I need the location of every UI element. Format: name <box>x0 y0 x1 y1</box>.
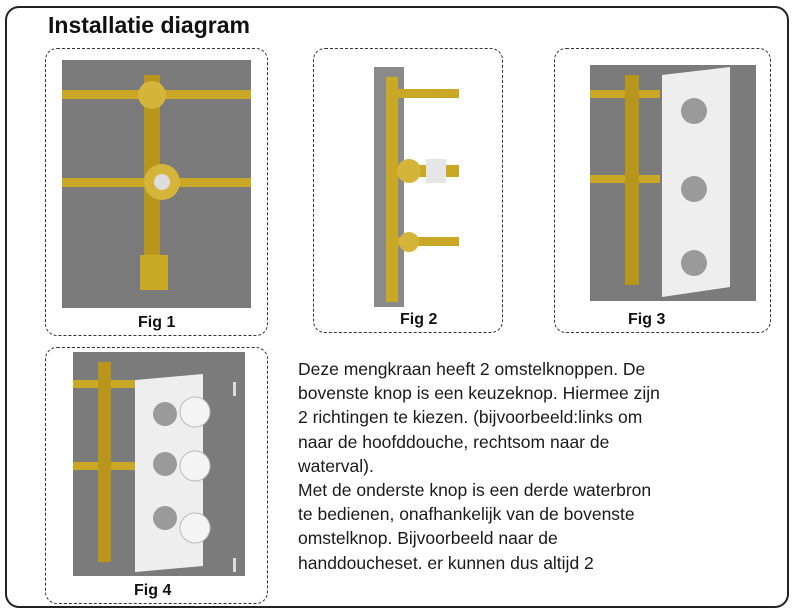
description-line: Deze mengkraan heeft 2 omstelknoppen. De <box>298 359 646 379</box>
description-line: bovenste knop is een keuzeknop. Hiermee … <box>298 383 660 404</box>
description-line: 2 richtingen te kiezen. (bijvoorbeeld:li… <box>298 407 643 428</box>
figure-1-image <box>62 60 251 308</box>
page-frame <box>5 6 789 608</box>
description-line: waterval). <box>298 455 374 476</box>
description-line: te bedienen, onafhankelijk van de bovens… <box>298 504 635 525</box>
description-line: naar de hoofddouche, rechtsom naar de <box>298 431 610 452</box>
figure-2-caption: Fig 2 <box>400 311 438 328</box>
figure-4-caption: Fig 4 <box>134 582 172 599</box>
figure-2-image <box>374 67 459 307</box>
figure-3: Fig 3 <box>554 48 771 333</box>
figure-4: Fig 4 <box>45 347 268 604</box>
figure-3-image <box>590 65 756 301</box>
figure-4-image <box>73 352 245 576</box>
figure-1-caption: Fig 1 <box>138 314 176 331</box>
figure-2: Fig 2 <box>313 48 503 333</box>
description-text: Deze mengkraan heeft 2 omstelknoppen. De… <box>298 357 778 575</box>
description-line: handdoucheset. er kunnen dus altijd 2 <box>298 552 594 573</box>
description-line: omstelknop. Bijvoorbeeld naar de <box>298 528 558 549</box>
page-title: Installatie diagram <box>48 12 250 38</box>
description-line: Met de onderste knop is een derde waterb… <box>298 480 652 501</box>
figure-3-caption: Fig 3 <box>628 311 666 328</box>
figure-1: Fig 1 <box>45 48 268 336</box>
